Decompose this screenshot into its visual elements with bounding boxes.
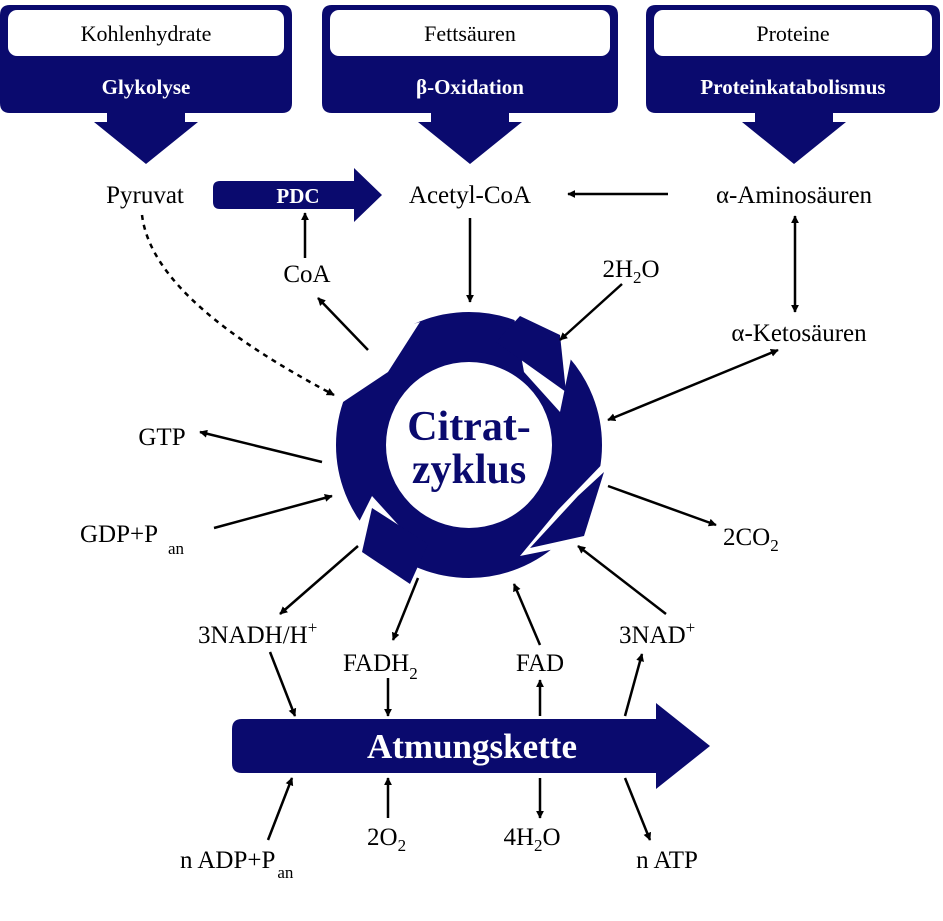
label-coa: CoA [283,261,330,288]
pathway-name: Proteinkatabolismus [700,75,885,99]
adp-sub: an [277,863,294,882]
label-nad: 3NAD+ [619,618,695,649]
arrow-water-to-cycle [559,283,623,341]
label-fad: FAD [516,650,564,677]
respiratory-chain-label: Atmungskette [367,727,577,766]
arrow-cycle-to-coa [317,297,369,351]
label-alpha-amino-acids: α-Aminosäuren [716,182,873,209]
arrow-cycle-to-fadh2 [391,577,420,641]
pdc-arrow: PDC [213,168,382,222]
source-name: Fettsäuren [424,21,516,46]
pdc-label: PDC [276,184,319,208]
label-pyruvat: Pyruvat [106,182,184,209]
cycle-gap-right [520,454,612,556]
arrow-fad-to-cycle [512,583,542,646]
label-atp: n ATP [636,847,698,874]
label-gtp: GTP [138,424,185,451]
gdp-main: GDP+P [80,521,158,548]
label-nadh: 3NADH/H+ [198,618,317,649]
label-o2: 2O2 [367,824,406,855]
arrow-cycle-to-co2 [607,484,717,527]
co2-main: 2CO [723,524,770,551]
o2-main: 2O [367,824,398,851]
connector-arrows [140,190,799,841]
fadh2-main: FADH [343,650,409,677]
arrow-cycle-to-gtp [199,429,323,464]
source-name: Proteine [756,21,829,46]
arrow-nad-to-cycle [577,545,667,615]
label-gdp: GDP+P an [80,521,185,558]
source-box-proteins: Proteine Proteinkatabolismus [646,5,940,164]
cycle-arrowhead-top [496,316,566,392]
respiratory-chain-shape [232,703,710,789]
cycle-ring-body [336,312,602,578]
adp-main: n ADP+P [180,847,275,874]
nadh-main: 3NADH/H [198,622,308,649]
label-acetyl-coa: Acetyl-CoA [409,182,531,209]
source-label-box [654,10,932,56]
pathway-name: Glykolyse [102,75,191,99]
nadh-sup: + [308,618,318,637]
water-in-main: 2H [602,256,633,283]
arrow-pyruvat-to-cycle [140,214,335,397]
cycle-title-line2: zyklus [412,447,526,493]
source-label-box [330,10,610,56]
cycle-arrowhead-right [530,472,604,548]
o2-sub: 2 [398,836,407,855]
pdc-arrow-shape [213,168,382,222]
label-alpha-keto-acids: α-Ketosäuren [731,320,867,347]
label-water-in: 2H2O [602,256,659,287]
arrow-nadh-to-chain [268,651,297,717]
gdp-sub: an [168,539,185,558]
cycle-title-line1: Citrat- [407,404,531,450]
label-water-out: 4H2O [503,824,560,855]
arrow-adp-to-chain [266,777,294,841]
source-label-box [8,10,284,56]
label-fadh2: FADH2 [343,650,418,683]
citrate-cycle-ring: Citrat- zyklus [336,306,612,590]
source-box-carbohydrates: Kohlenhydrate Glykolyse [0,5,292,164]
nad-sup: + [686,618,696,637]
arrow-chain-to-nad [623,653,644,717]
water-in-sub: 2 [633,268,642,287]
arrow-chain-to-atp [623,777,652,841]
arrow-cycle-to-nadh [279,545,359,615]
co2-sub: 2 [770,536,779,555]
water-out-tail: O [543,824,561,851]
water-out-sub: 2 [534,836,543,855]
source-box-fatty-acids: Fettsäuren β-Oxidation [322,5,618,164]
respiratory-chain-arrow: Atmungskette [232,703,710,789]
nad-main: 3NAD [619,622,686,649]
water-out-main: 4H [503,824,534,851]
label-co2: 2CO2 [723,524,779,555]
water-in-tail: O [642,256,660,283]
pathway-name: β-Oxidation [416,75,524,99]
cycle-arrowhead-left [362,508,428,584]
fadh2-sub: 2 [409,664,418,683]
source-name: Kohlenhydrate [81,21,212,46]
arrow-keto-cycle [607,348,779,422]
arrow-gdp-to-cycle [213,494,333,530]
